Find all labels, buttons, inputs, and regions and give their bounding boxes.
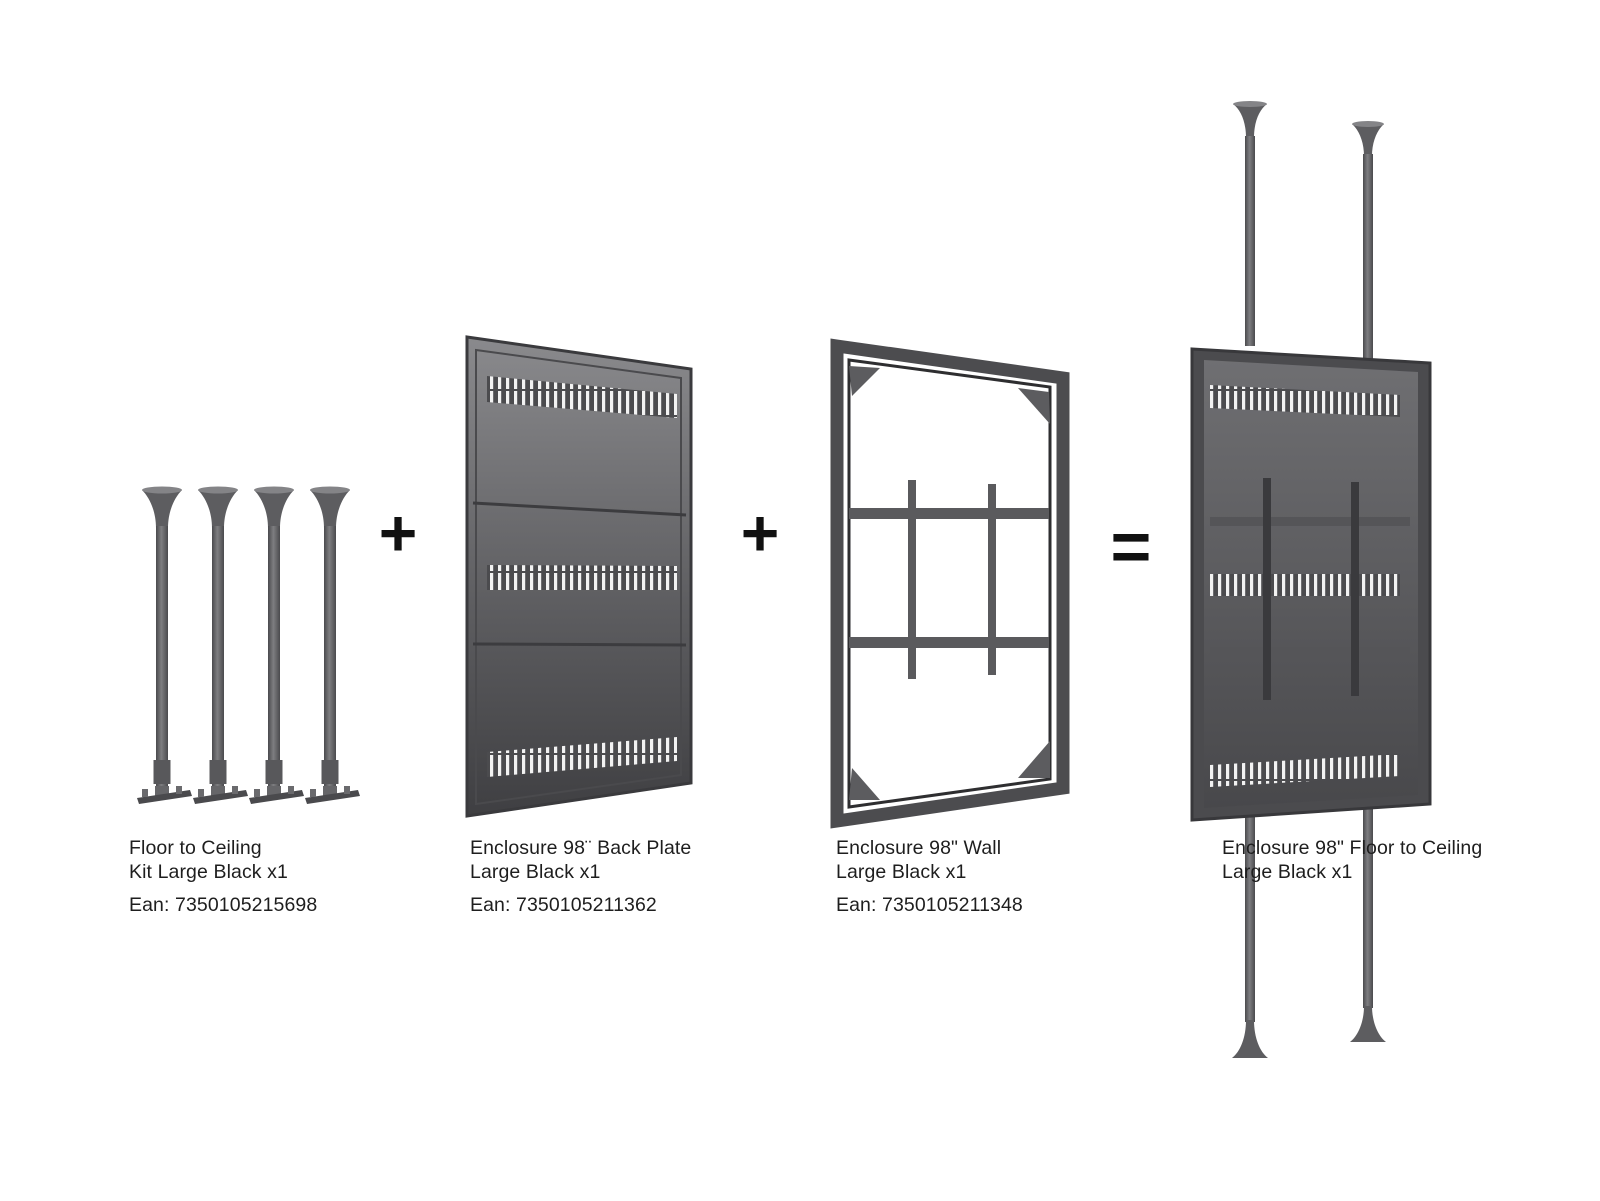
product-name-line-2: Large Black x1 [1222,861,1353,883]
equals-operator: = [1111,507,1152,585]
plus-operator-1: + [379,495,418,569]
product-caption-wall: Enclosure 98" Wall Large Black x1 Ean: 7… [836,836,1023,917]
floor-to-ceiling-poles-icon [137,486,360,804]
product-caption-back-plate: Enclosure 98¨ Back Plate Large Black x1 … [470,836,691,917]
back-plate-icon [465,335,693,818]
product-name-line-2: Kit Large Black x1 [129,861,288,883]
product-name-line-2: Large Black x1 [836,861,967,883]
product-caption-floor-to-ceiling-kit: Floor to Ceiling Kit Large Black x1 Ean:… [129,836,317,917]
plus-operator-2: + [741,495,780,569]
product-ean: Ean: 7350105215698 [129,894,318,916]
product-name-line-1: Enclosure 98" Floor to Ceiling [1222,837,1483,859]
upper-poles [1233,101,1384,362]
product-caption-assembled: Enclosure 98" Floor to Ceiling Large Bla… [1222,836,1482,884]
product-name-line-2: Large Black x1 [470,861,601,883]
product-ean: Ean: 7350105211348 [836,894,1023,916]
svg-text:+: + [741,495,780,569]
svg-text:=: = [1111,507,1152,585]
product-name-line-1: Enclosure 98¨ Back Plate [470,837,692,859]
product-name-line-1: Floor to Ceiling [129,837,262,859]
lower-poles [1232,800,1386,1058]
assembled-enclosure-icon [1190,101,1432,1058]
product-name-line-1: Enclosure 98" Wall [836,837,1002,859]
product-ean: Ean: 7350105211362 [470,894,657,916]
svg-text:+: + [379,495,418,569]
wall-frame-icon [830,338,1070,829]
